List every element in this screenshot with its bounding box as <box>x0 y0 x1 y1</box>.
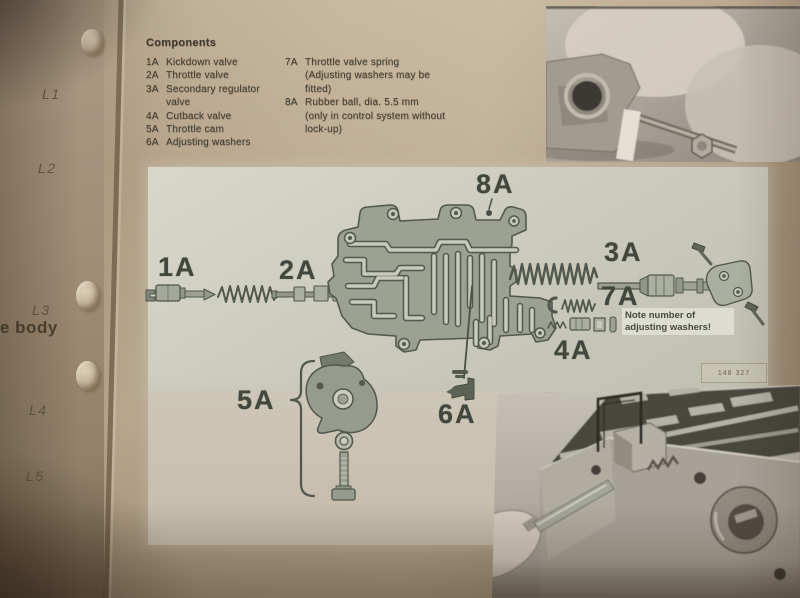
legend-item-7a: 7A Throttle valve spring <box>285 56 482 69</box>
item-text: fitted) <box>305 83 332 95</box>
item-id: 8A <box>285 97 298 109</box>
legend-item-6a: 6A Adjusting washers <box>146 136 285 149</box>
item-name: Secondary regulator valve <box>166 83 260 109</box>
margin-section-label-partial: e body <box>0 318 58 337</box>
legend-item-4a: 4A Cutback valve <box>146 110 285 123</box>
legend-item-2a: 2A Throttle valve <box>146 69 285 82</box>
legend-item-8a: 8A Rubber ball, dia. 5.5 mm <box>285 96 482 109</box>
item-name: Cutback valve <box>166 110 232 122</box>
legend-item-7a-note2: fitted) <box>285 83 482 96</box>
punch-hole <box>76 281 99 310</box>
item-id: 3A <box>146 83 159 95</box>
photo-bottom-right <box>492 385 800 598</box>
item-name: Adjusting washers <box>166 137 251 149</box>
end-cover-plate-drawing <box>705 260 753 307</box>
item-id: 5A <box>146 124 159 136</box>
punch-hole <box>76 361 99 390</box>
margin-tab-l1: L1 <box>42 86 61 102</box>
callout-3a: 3A <box>604 237 643 267</box>
valve-body-casting <box>327 204 557 353</box>
legend-item-5a: 5A Throttle cam <box>146 123 285 136</box>
item-text: (only in control system without <box>305 110 446 122</box>
legend-item-8a-note: (only in control system without <box>285 110 482 123</box>
callout-2a: 2A <box>279 255 318 285</box>
legend-item-1a: 1A Kickdown valve <box>146 56 285 69</box>
item-id <box>285 123 305 136</box>
rubber-ball-drawing <box>486 198 493 216</box>
callout-5a: 5A <box>237 385 276 415</box>
legend-item-3a: 3A Secondary regulator valve <box>146 83 285 110</box>
callout-4a: 4A <box>554 335 593 365</box>
callout-6a: 6A <box>438 399 477 429</box>
components-column-1: 1A Kickdown valve 2A Throttle valve 3A S… <box>146 56 285 150</box>
item-name: Kickdown valve <box>166 57 238 68</box>
item-id <box>285 110 305 123</box>
punch-hole <box>81 29 103 55</box>
components-column-2: 7A Throttle valve spring (Adjusting wash… <box>285 56 482 150</box>
item-name: Throttle valve <box>166 70 229 82</box>
legend-item-7a-note: (Adjusting washers may be <box>285 69 482 82</box>
legend-item-8a-note2: lock-up) <box>285 123 482 136</box>
item-id: 6A <box>146 137 159 149</box>
components-legend: Components 1A Kickdown valve 2A Throttle… <box>146 37 482 150</box>
note-line-2: adjusting washers! <box>625 321 712 333</box>
photo-top-right <box>546 6 800 162</box>
item-text: Throttle valve spring <box>305 57 400 68</box>
item-name: Throttle cam <box>166 124 224 136</box>
item-id: 4A <box>146 110 159 122</box>
throttle-cam-drawing <box>289 351 378 501</box>
regulator-spring-drawing <box>508 262 599 286</box>
item-text: lock-up) <box>305 124 343 136</box>
margin-tab-l3: L3 <box>32 302 51 318</box>
page-fold <box>103 0 127 598</box>
components-heading: Components <box>146 37 217 49</box>
item-id <box>285 83 305 96</box>
figure-number: 148 327 <box>701 363 767 383</box>
throttle-valve-spring-drawing <box>561 299 596 313</box>
item-text: (Adjusting washers may be <box>305 70 431 82</box>
item-id: 2A <box>146 70 159 82</box>
cutback-valve-drawing <box>547 316 617 333</box>
kickdown-valve-drawing <box>145 284 278 303</box>
item-id: 1A <box>146 57 159 68</box>
callout-8a: 8A <box>476 169 515 199</box>
adjusting-washers-note: Note number of adjusting washers! <box>622 308 734 335</box>
item-id <box>285 69 305 82</box>
note-line-1: Note number of <box>625 310 696 321</box>
item-id: 7A <box>285 57 298 68</box>
margin-tab-l5: L5 <box>26 468 45 484</box>
margin-tab-l4: L4 <box>29 402 48 418</box>
item-text: Rubber ball, dia. 5.5 mm <box>305 97 419 109</box>
margin-tab-l2: L2 <box>38 160 57 176</box>
callout-1a: 1A <box>158 252 197 282</box>
